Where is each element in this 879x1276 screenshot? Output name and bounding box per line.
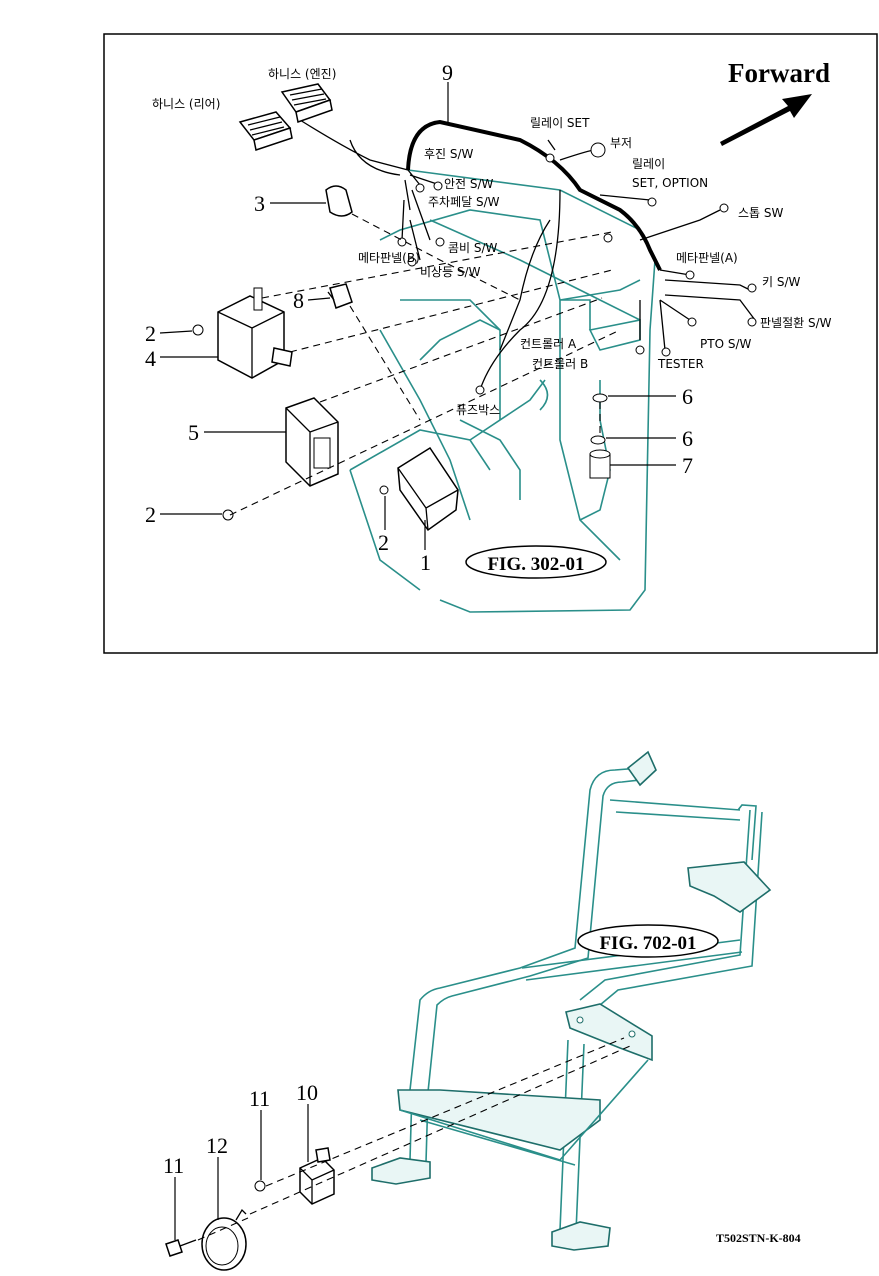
- part-number-2-bottom: 2: [145, 502, 156, 527]
- fig-302-ellipse: [465, 545, 607, 579]
- label-stop-sw: 스톱 SW: [738, 206, 784, 220]
- part-3-relay: [325, 185, 353, 217]
- part-8-switch: [327, 283, 353, 309]
- part-11-bolts: [165, 1180, 266, 1257]
- assembly-lines-2: [197, 1037, 631, 1241]
- label-panel-switch-sw: 판넬절환 S/W: [760, 316, 832, 330]
- fig-702-ellipse: [577, 924, 719, 958]
- part-10-relay: [299, 1147, 335, 1205]
- part-number-2-middle: 2: [378, 530, 389, 555]
- part-number-10: 10: [296, 1080, 318, 1105]
- forward-arrow: [720, 94, 812, 146]
- part-12-horn: [201, 1208, 247, 1271]
- label-relay-option-1: 릴레이: [632, 157, 665, 171]
- label-fuse-box: 퓨즈박스: [456, 403, 500, 417]
- part-4-unit: [217, 287, 293, 379]
- part-7-switch: [589, 449, 611, 479]
- fig-302-label: FIG. 302-01: [487, 554, 584, 575]
- label-combi-sw: 콤비 S/W: [448, 241, 498, 255]
- connectors: [397, 142, 757, 395]
- part-number-1: 1: [420, 550, 431, 575]
- part-number-7: 7: [682, 453, 693, 478]
- assembly-lines-1: [229, 213, 621, 516]
- label-reverse-sw: 후진 S/W: [424, 147, 474, 161]
- forward-label: Forward: [728, 58, 830, 88]
- bolts-part-2: [192, 324, 389, 521]
- part-6-washers: [590, 393, 608, 445]
- part-number-6-bottom: 6: [682, 426, 693, 451]
- label-harness-engine: 하니스 (엔진): [268, 67, 336, 81]
- label-pto-sw: PTO S/W: [700, 337, 751, 351]
- label-controller-b: 컨트롤러 B: [532, 357, 588, 371]
- fig-702-label: FIG. 702-01: [599, 933, 696, 954]
- label-controller-a: 컨트롤러 A: [520, 337, 577, 351]
- harness-plug-rear: [238, 111, 293, 151]
- leaders-1: [159, 82, 676, 550]
- label-meter-panel-a: 메타판넬(A): [676, 251, 738, 265]
- label-buzzer: 부저: [610, 136, 632, 150]
- part-number-4: 4: [145, 346, 156, 371]
- part-number-12: 12: [206, 1133, 228, 1158]
- label-relay-option-2: SET, OPTION: [632, 176, 708, 190]
- part-number-2-top: 2: [145, 321, 156, 346]
- part-number-5: 5: [188, 420, 199, 445]
- part-number-3: 3: [254, 191, 265, 216]
- part-number-6-top: 6: [682, 384, 693, 409]
- label-emergency-sw: 비상등 S/W: [420, 265, 481, 279]
- figure-1-frame: [103, 33, 878, 654]
- part-1-fuse-box: [397, 446, 459, 532]
- harness-plug-engine: [280, 83, 333, 123]
- leaders-2: [174, 1104, 309, 1240]
- seat-frame: [371, 750, 772, 1251]
- label-key-sw: 키 S/W: [762, 275, 801, 289]
- part-number-11-bottom: 11: [163, 1153, 184, 1178]
- label-meter-panel-b: 메타판넬(B): [358, 251, 420, 265]
- part-number-9: 9: [442, 60, 453, 85]
- label-parking-pedal-sw: 주차페달 S/W: [428, 195, 500, 209]
- label-safety-sw: 안전 S/W: [444, 177, 494, 191]
- label-harness-rear: 하니스 (리어): [152, 97, 220, 111]
- wiring-harness-9: [299, 119, 756, 391]
- part-number-11-top: 11: [249, 1086, 270, 1111]
- part-number-8: 8: [293, 288, 304, 313]
- part-5-controller: [285, 397, 339, 487]
- label-relay-set: 릴레이 SET: [530, 116, 590, 130]
- drawing-code: T502STN-K-804: [716, 1231, 801, 1245]
- label-tester: TESTER: [657, 357, 704, 371]
